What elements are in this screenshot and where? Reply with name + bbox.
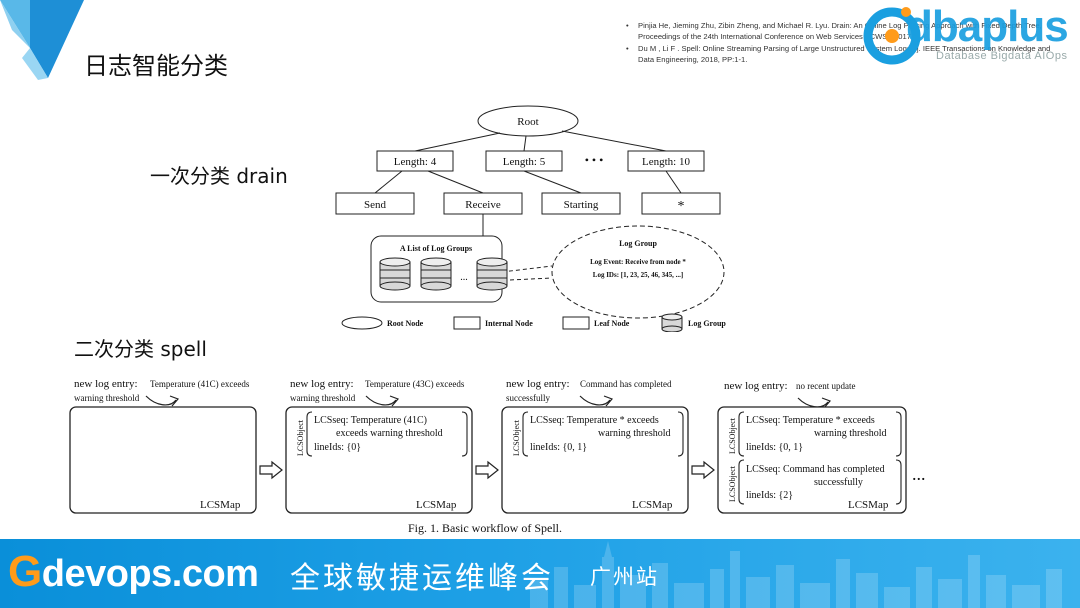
- group-list-title: A List of Log Groups: [400, 244, 472, 253]
- brand-triangle-icon: [0, 0, 84, 80]
- entry-text: Command has completed: [580, 379, 672, 389]
- references: Pinjia He, Jieming Zhu, Zibin Zheng, and…: [622, 20, 1062, 66]
- entry-text: Temperature (43C) exceeds: [365, 379, 465, 389]
- page-title: 日志智能分类: [84, 52, 228, 80]
- lcsseq-text: successfully: [814, 477, 863, 488]
- leaf-label: Starting: [564, 199, 599, 211]
- lcsobject-label: LCSObject: [728, 417, 737, 454]
- lcsseq-text: warning threshold: [814, 428, 887, 439]
- gdevops-g: G: [8, 547, 42, 596]
- footer-city: 广州站: [590, 565, 659, 589]
- lcsobject-label: LCSObject: [728, 465, 737, 502]
- dbaplus-circle-icon: [863, 7, 921, 65]
- next-step-arrow-icon: [475, 461, 499, 479]
- dbaplus-wordmark: dbaplus: [906, 2, 1069, 51]
- lineids-text: lineIds: {0, 1}: [746, 442, 803, 453]
- legend-leaf-shape: [562, 316, 590, 330]
- legend-internal-shape: [453, 316, 481, 330]
- next-step-arrow-icon: [691, 461, 715, 479]
- lcsmap-label: LCSMap: [632, 499, 673, 511]
- curl-arrow-icon: [145, 395, 179, 407]
- legend-group-shape: [661, 313, 683, 332]
- city-skyline-icon: [530, 541, 1062, 608]
- lineids-text: lineIds: {2}: [746, 490, 793, 501]
- gdevops-brand: Gdevops.com: [8, 547, 259, 597]
- root-label: Root: [517, 116, 538, 128]
- next-step-arrow-icon: [259, 461, 283, 479]
- reference-item: Du M , Li F . Spell: Online Streaming Pa…: [622, 43, 1062, 65]
- leaf-label: Receive: [465, 199, 501, 211]
- leaf-label: *: [678, 199, 685, 214]
- lcsmap-label: LCSMap: [200, 499, 241, 511]
- group-list-ellipsis: ...: [460, 272, 468, 283]
- log-group-ids: Log IDs: [1, 23, 25, 46, 345, ...]: [593, 271, 683, 279]
- spell-label: 二次分类 spell: [74, 337, 207, 361]
- entry-text: warning threshold: [74, 393, 140, 403]
- legend-label: Leaf Node: [594, 319, 630, 328]
- lcsmap-panel: [69, 406, 257, 514]
- reference-item: Pinjia He, Jieming Zhu, Zibin Zheng, and…: [622, 20, 1062, 42]
- lcsobject-label: LCSObject: [296, 419, 305, 456]
- lcsseq-text: warning threshold: [598, 428, 671, 439]
- lcsobject-label: LCSObject: [512, 419, 521, 456]
- entry-prefix: new log entry:: [74, 378, 138, 390]
- entry-prefix: new log entry:: [506, 378, 570, 390]
- curl-arrow-icon: [365, 395, 399, 407]
- legend-root-shape: [341, 316, 383, 330]
- length-label: Length: 5: [503, 156, 546, 168]
- lcsmap-label: LCSMap: [416, 499, 457, 511]
- lcsseq-text: LCSseq: Temperature * exceeds: [746, 415, 875, 426]
- lcsmap-label: LCSMap: [848, 499, 889, 511]
- length-label: Length: 4: [394, 156, 437, 168]
- footer-banner: Gdevops.com 全球敏捷运维峰会 广州站: [0, 539, 1080, 608]
- curl-arrow-icon: [579, 395, 613, 407]
- more-ellipsis: ...: [912, 464, 926, 484]
- dbaplus-logo: dbaplus Database Bigdata AIOps: [862, 0, 1080, 72]
- dbaplus-subtitle: Database Bigdata AIOps: [936, 50, 1068, 62]
- lcsseq-text: LCSseq: Command has completed: [746, 464, 885, 475]
- log-group-cylinder: [420, 257, 452, 291]
- log-group-detail: [551, 225, 725, 319]
- figure-caption: Fig. 1. Basic workflow of Spell.: [408, 521, 562, 535]
- log-group-cylinder: [476, 257, 508, 291]
- lcsmap-panel: [501, 406, 689, 514]
- lineids-text: lineIds: {0}: [314, 442, 361, 453]
- entry-prefix: new log entry:: [724, 380, 788, 392]
- legend-label: Log Group: [688, 319, 726, 328]
- entry-text: successfully: [506, 393, 550, 403]
- footer-tagline: 全球敏捷运维峰会: [290, 561, 554, 596]
- length-ellipsis: • • •: [585, 153, 604, 167]
- entry-text: no recent update: [796, 381, 855, 391]
- lcsseq-text: exceeds warning threshold: [336, 428, 443, 439]
- log-group-event: Log Event: Receive from node *: [590, 258, 686, 266]
- gdevops-domain: devops.com: [41, 553, 259, 595]
- root-node: [477, 105, 579, 137]
- spell-workflow-diagram: new log entry: Temperature (41C) exceeds…: [69, 378, 926, 535]
- lcsmap-panel: [717, 406, 907, 514]
- entry-text: Temperature (41C) exceeds: [150, 379, 250, 389]
- log-group-title: Log Group: [619, 239, 657, 248]
- lcsmap-panel: [285, 406, 473, 514]
- lcsseq-text: LCSseq: Temperature (41C): [314, 415, 427, 426]
- log-group-cylinder: [379, 257, 411, 291]
- lineids-text: lineIds: {0, 1}: [530, 442, 587, 453]
- lcsseq-text: LCSseq: Temperature * exceeds: [530, 415, 659, 426]
- legend-label: Internal Node: [485, 319, 533, 328]
- length-label: Length: 10: [642, 156, 690, 168]
- drain-tree-diagram: Root Length: 4 Length: 5 • • • Length: 1…: [335, 105, 726, 332]
- entry-prefix: new log entry:: [290, 378, 354, 390]
- entry-text: warning threshold: [290, 393, 356, 403]
- drain-label: 一次分类 drain: [150, 164, 288, 188]
- legend-label: Root Node: [387, 319, 424, 328]
- leaf-label: Send: [364, 199, 387, 211]
